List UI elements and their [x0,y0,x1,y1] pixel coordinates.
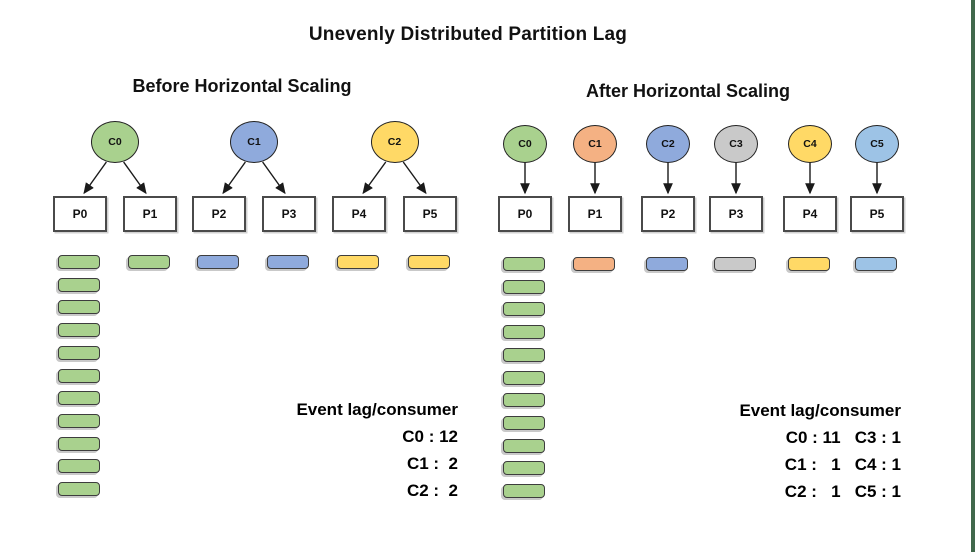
lag-event-bar [714,257,756,271]
partition-box-before-p1: P1 [123,196,177,232]
partition-box-after-p2: P2 [641,196,695,232]
lag-event-bar [503,461,545,475]
lag-event-bar [58,437,100,451]
lag-event-bar [58,369,100,383]
partition-box-after-p3: P3 [709,196,763,232]
lag-event-bar [58,278,100,292]
partition-label: P1 [587,207,603,221]
consumer-node-before-c0: C0 [91,121,139,163]
partition-label: P0 [517,207,533,221]
panel-heading-before: Before Horizontal Scaling [132,76,352,96]
partition-box-after-p0: P0 [498,196,552,232]
lag-event-bar [58,482,100,496]
lag-event-bar [503,439,545,453]
partition-box-after-p1: P1 [568,196,622,232]
lag-summary-row: C2 : 2 [406,481,458,500]
assignment-arrow [402,161,427,195]
consumer-label: C4 [803,138,817,150]
lag-summary-row: C2 : 1 C5 : 1 [784,482,901,501]
consumer-node-before-c1: C1 [230,121,278,163]
lag-event-bar [58,414,100,428]
partition-label: P5 [422,207,438,221]
consumer-node-after-c5: C5 [855,125,899,163]
lag-event-bar [58,459,100,473]
partition-box-before-p4: P4 [332,196,386,232]
lag-event-bar [503,484,545,498]
lag-event-bar [503,302,545,316]
lag-summary-after: Event lag/consumer C0 : 11 C3 : 1 C1 : 1 C… [739,397,901,505]
assignment-arrow [262,161,286,195]
lag-event-bar [503,393,545,407]
lag-event-bar [267,255,309,269]
consumer-node-before-c2: C2 [370,121,419,163]
lag-summary-row: C1 : 1 C4 : 1 [784,455,901,474]
partition-box-after-p5: P5 [850,196,904,232]
assignment-arrow [362,161,387,195]
consumer-label: C2 [387,136,402,148]
window-edge-strip [971,0,975,552]
lag-summary-heading: Event lag/consumer [296,400,458,419]
lag-summary-row: C0 : 12 [402,427,458,446]
lag-summary-row: C1 : 2 [406,454,458,473]
partition-box-before-p5: P5 [403,196,457,232]
lag-event-bar [408,255,450,269]
partition-label: P1 [142,207,158,221]
partition-label: P3 [281,207,297,221]
partition-label: P5 [869,207,885,221]
lag-event-bar [58,391,100,405]
partition-label: P4 [351,207,367,221]
lag-event-bar [197,255,239,269]
partition-label: P4 [802,207,818,221]
lag-event-bar [503,416,545,430]
lag-event-bar [503,325,545,339]
consumer-label: C0 [518,138,532,150]
lag-event-bar [503,348,545,362]
consumer-label: C1 [247,136,261,148]
lag-event-bar [58,346,100,360]
lag-event-bar [58,255,100,269]
lag-summary-heading: Event lag/consumer [739,401,901,420]
partition-label: P0 [72,207,88,221]
partition-box-before-p3: P3 [262,196,316,232]
lag-event-bar [503,371,545,385]
partition-label: P2 [660,207,676,221]
lag-event-bar [788,257,830,271]
consumer-label: C5 [870,138,884,150]
partition-box-after-p4: P4 [783,196,837,232]
consumer-node-after-c4: C4 [788,125,832,163]
consumer-label: C1 [588,138,602,150]
lag-event-bar [503,280,545,294]
consumer-label: C0 [108,136,122,148]
consumer-node-after-c2: C2 [646,125,690,163]
lag-event-bar [573,257,615,271]
assignment-arrow [123,161,147,195]
lag-summary-before: Event lag/consumer C0 : 12 C1 : 2 C2 : 2 [296,396,458,504]
panel-heading-after: After Horizontal Scaling [585,81,791,101]
lag-event-bar [646,257,688,271]
partition-box-before-p0: P0 [53,196,107,232]
partition-label: P3 [728,207,744,221]
assignment-arrow [83,161,107,195]
partition-box-before-p2: P2 [192,196,246,232]
lag-event-bar [855,257,897,271]
lag-event-bar [58,323,100,337]
lag-event-bar [337,255,379,269]
consumer-node-after-c1: C1 [573,125,617,163]
partition-label: P2 [211,207,227,221]
lag-summary-row: C0 : 11 C3 : 1 [785,428,901,447]
lag-event-bar [503,257,545,271]
lag-event-bar [128,255,170,269]
consumer-label: C2 [661,138,675,150]
consumer-node-after-c0: C0 [503,125,547,163]
diagram-title: Unevenly Distributed Partition Lag [308,24,628,45]
assignment-arrow [222,161,246,195]
lag-event-bar [58,300,100,314]
consumer-node-after-c3: C3 [714,125,758,163]
consumer-label: C3 [729,138,743,150]
